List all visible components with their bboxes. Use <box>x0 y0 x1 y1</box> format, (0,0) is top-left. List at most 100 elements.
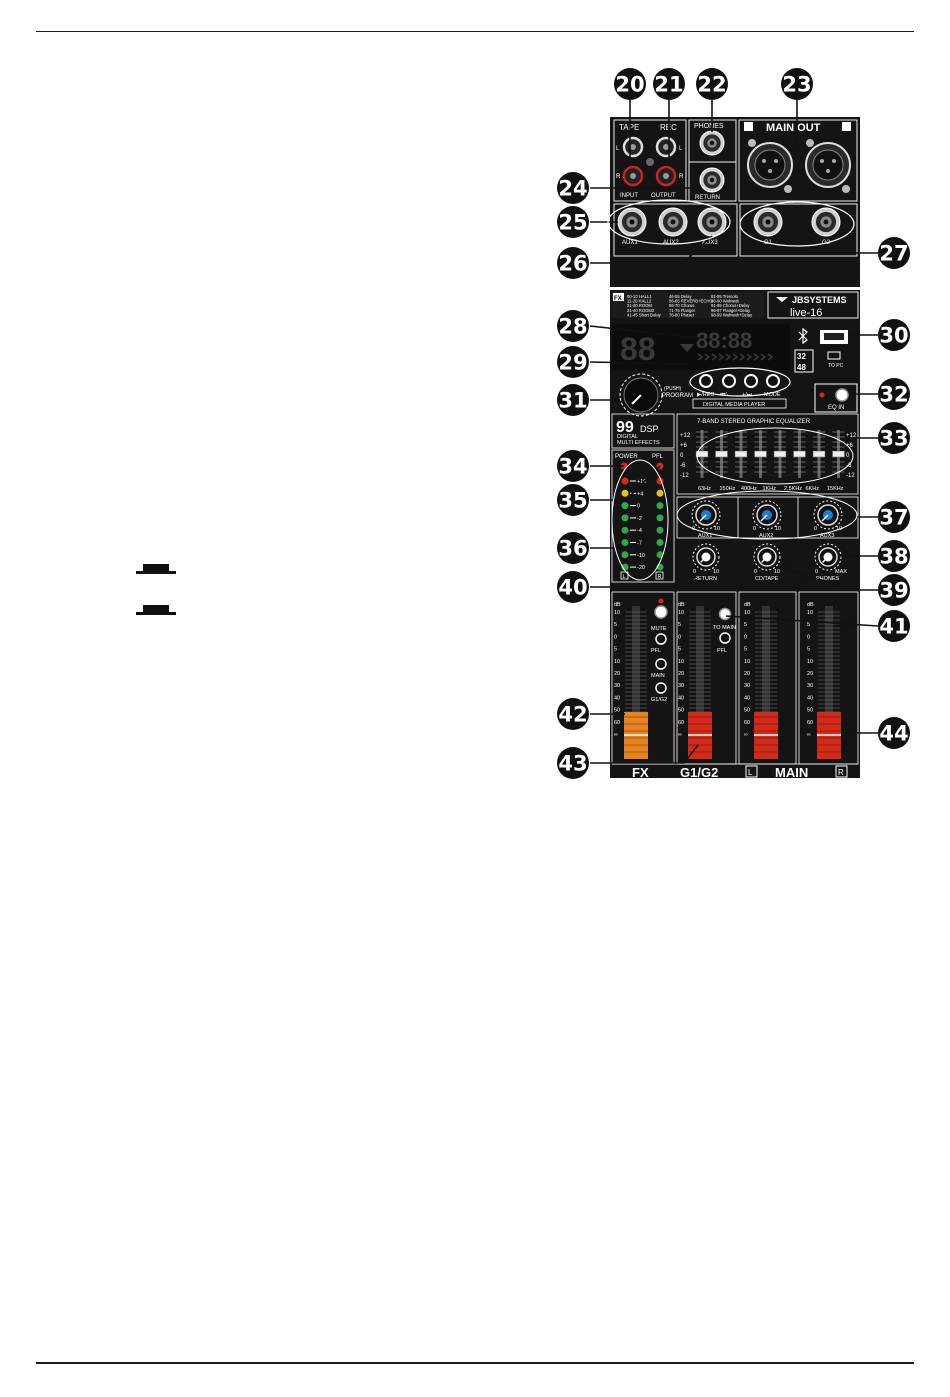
callout-number: 24 <box>558 177 587 201</box>
callout-circle <box>557 346 589 378</box>
callout-number: 34 <box>558 455 587 479</box>
knob-scale <box>692 543 720 571</box>
eq-slider-cap <box>793 450 806 458</box>
g-pfl-button <box>719 632 731 644</box>
callout-leader-line <box>590 235 713 264</box>
fader-scale-label: 0 <box>678 634 681 640</box>
callout-leaders <box>589 99 879 764</box>
level-knob-min: 0 <box>693 569 696 575</box>
level-knob <box>814 543 842 571</box>
fader-scale-label: 40 <box>678 695 684 701</box>
fader-scale-label: 0 <box>807 634 810 640</box>
phones-label: PHONES <box>694 123 724 130</box>
callout-number: 28 <box>558 315 587 339</box>
eq-slider-cap <box>734 450 748 458</box>
to-main-label: TO MAIN <box>713 625 736 631</box>
dsp-frame <box>611 413 675 449</box>
callout-number: 43 <box>558 752 587 776</box>
aux-ellipse <box>607 199 731 245</box>
level-knob-max: 10 <box>774 569 780 575</box>
eq-scale-left: 0 <box>680 453 684 459</box>
bluetooth-icon <box>798 327 808 345</box>
fader-scale-label: 10 <box>744 659 750 665</box>
callout-number: 37 <box>879 506 908 530</box>
callout-circle <box>878 610 910 642</box>
xlr-pin <box>774 159 778 163</box>
meter-led-left <box>621 526 629 534</box>
brand-logo-icon <box>776 297 788 302</box>
callout-number: 42 <box>558 703 587 727</box>
fx-preset-entry: 81-85 Tremolo <box>711 294 739 299</box>
g-pfl-label: PFL <box>717 648 727 654</box>
fader-track <box>696 606 704 756</box>
level-knob-label: RETURN <box>694 576 717 582</box>
fx-preset-entry: 56-65 REVERB+ECHO <box>669 299 713 304</box>
xlr-screw <box>784 185 792 193</box>
callout-41: 41 <box>878 610 910 642</box>
display-play-icon <box>680 344 694 352</box>
level-knob-label: CD/TAPE <box>755 576 779 582</box>
dash-mark-lower <box>136 605 176 615</box>
fader-scale-label: dB <box>678 602 685 608</box>
knob-scale <box>752 500 782 530</box>
callout-33: 33 <box>878 422 910 454</box>
fader-scale-label: 40 <box>807 695 813 701</box>
dsp-count: 99 <box>616 419 634 436</box>
fx-preset-entry: 71-75 Flanger <box>669 308 696 313</box>
fader-scale-label: 5 <box>678 622 681 628</box>
callout-number: 32 <box>879 383 908 407</box>
bottom-g1g2-label: G1/G2 <box>680 765 718 780</box>
callout-43: 43 <box>557 747 589 779</box>
fader-scale-label: 5 <box>614 622 617 628</box>
callout-leader-line <box>779 239 878 254</box>
callout-number: 23 <box>782 73 811 97</box>
jack-hole <box>709 219 715 225</box>
eq-slider-cap <box>695 450 709 458</box>
callout-circle <box>878 574 910 606</box>
xlr-screw <box>748 139 756 147</box>
meter-scale-label: +4 <box>637 491 643 497</box>
fader-scale-label: 60 <box>807 720 813 726</box>
callout-29: 29 <box>557 346 589 378</box>
callout-30: 30 <box>878 319 910 351</box>
callout-circle <box>557 747 589 779</box>
dsp-sub-label: MULTI EFFECTS <box>617 440 660 446</box>
callout-circle <box>653 68 685 100</box>
callout-number: 22 <box>697 73 726 97</box>
eq-frame <box>676 413 859 495</box>
rca-pin <box>630 144 636 150</box>
knob-pointer <box>822 556 829 563</box>
aux-knob <box>691 500 721 530</box>
fader-scale-label: 10 <box>614 659 620 665</box>
eq-band-label: 63Hz <box>698 486 711 492</box>
meter-led-left <box>621 514 629 522</box>
callout-circle <box>696 68 728 100</box>
eqin-label: EQ IN <box>828 405 844 411</box>
callout-31: 31 <box>557 384 589 416</box>
fader-track <box>632 606 640 756</box>
callout-number: 30 <box>879 324 908 348</box>
level-knob-min: 0 <box>815 569 818 575</box>
program-label: PROGRAM <box>662 393 693 399</box>
callout-23: 23 <box>781 68 813 100</box>
tape-r-label: R <box>616 174 621 180</box>
player-button <box>699 374 713 388</box>
meter-led-left <box>621 551 629 559</box>
fader-scale-label: ∞ <box>807 732 811 738</box>
fx-preset-entry: 21-30 ROOM <box>627 303 652 308</box>
meter-l-badge <box>620 571 629 580</box>
callout-42: 42 <box>557 698 589 730</box>
meter-led-left <box>621 539 629 546</box>
fx-preset-entry: 41-45 Short Delay <box>627 312 662 317</box>
callout-28: 28 <box>557 310 589 342</box>
fader-scale-label: 60 <box>744 720 750 726</box>
fader-scale-label: 60 <box>678 720 684 726</box>
callout-20: 20 <box>614 68 646 100</box>
bottom-l-label: L <box>748 768 753 777</box>
callout-circle <box>878 237 910 269</box>
fx-strip-button-label: G1/G2 <box>651 697 667 703</box>
player-button <box>766 374 780 388</box>
eq-band-label: 6KHz <box>806 486 820 492</box>
